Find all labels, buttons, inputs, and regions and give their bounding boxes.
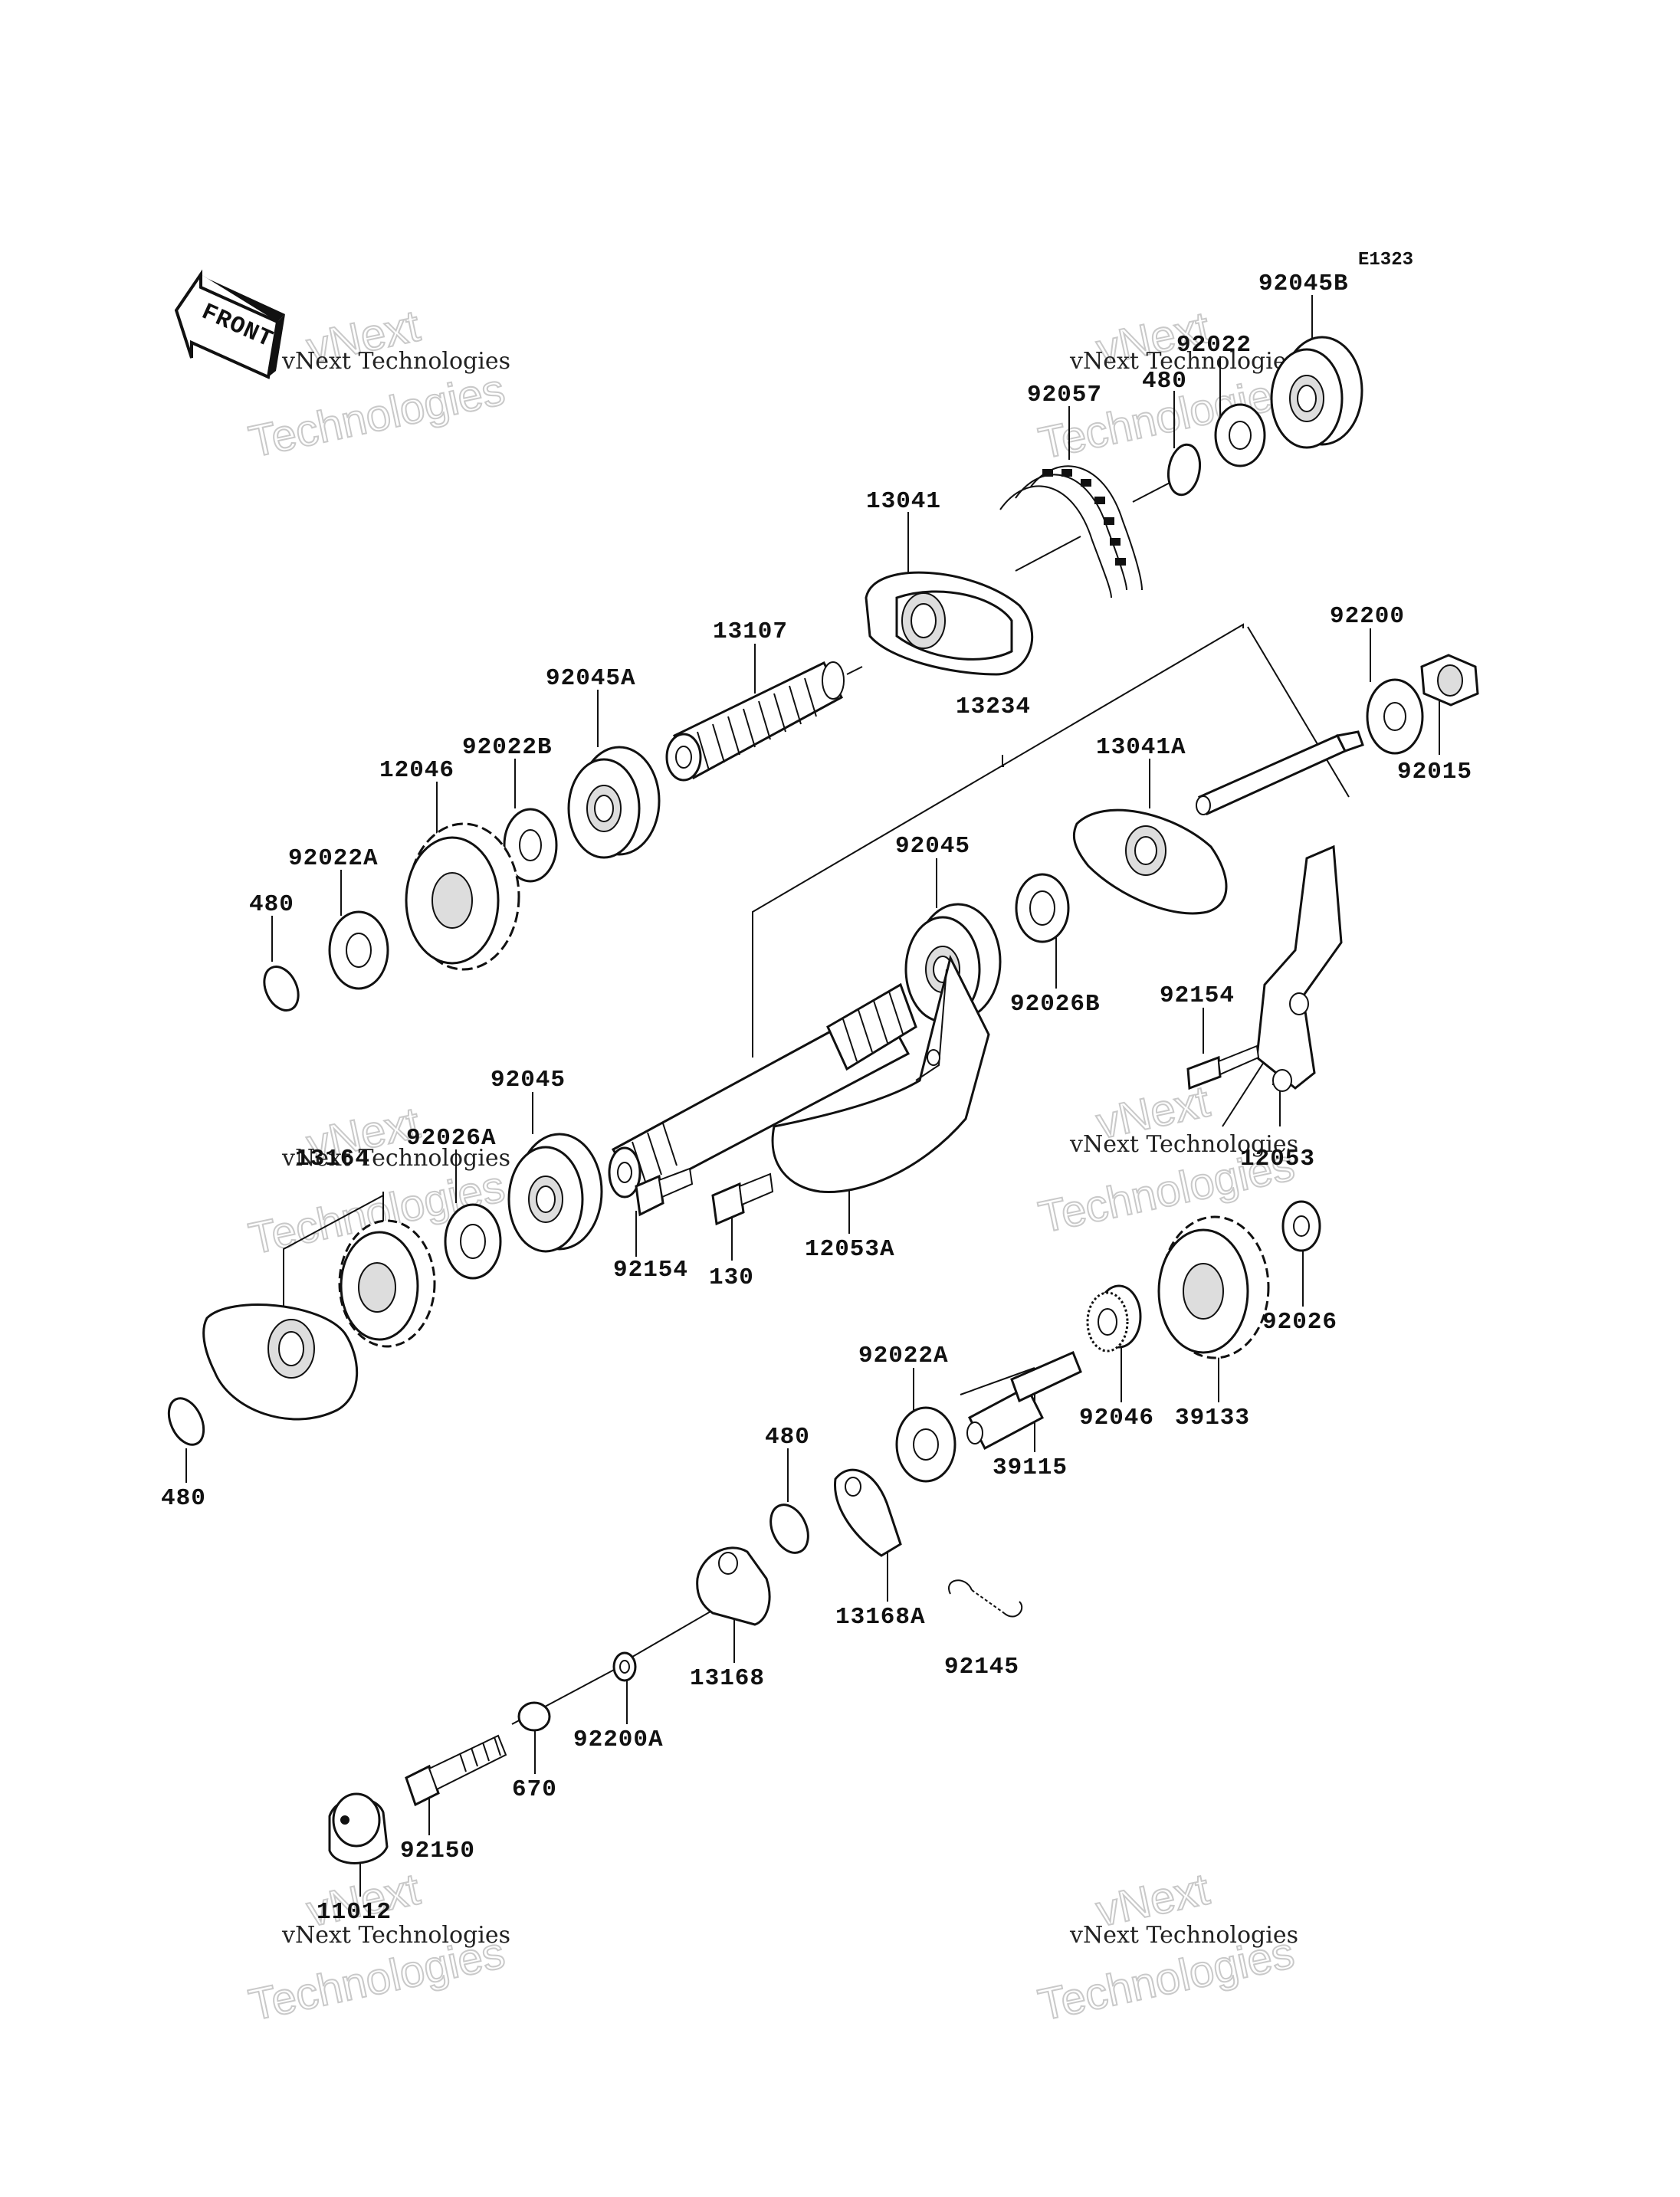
watermark-small: vNext Technologies xyxy=(1069,1131,1298,1158)
bolt-130 xyxy=(711,1172,774,1226)
part-label-92022a-left: 92022A xyxy=(288,845,379,872)
bolt-92150 xyxy=(405,1734,507,1807)
part-label-92022: 92022 xyxy=(1176,332,1252,359)
snap-ring-480-bottom xyxy=(167,1397,205,1446)
part-label-92046: 92046 xyxy=(1079,1405,1154,1431)
shaft-13234 xyxy=(608,982,917,1199)
plate-13168a xyxy=(834,1468,902,1557)
part-label-92057: 92057 xyxy=(1027,382,1102,408)
part-label-92045b: 92045B xyxy=(1258,271,1349,297)
washer-92022a-lower xyxy=(895,1406,956,1483)
part-label-92026a: 92026A xyxy=(406,1125,497,1152)
washer-92200 xyxy=(1366,678,1424,755)
washer-92026 xyxy=(1281,1200,1321,1252)
bearing-92045a xyxy=(567,746,661,859)
washer-92200a xyxy=(612,1651,637,1682)
o-ring-670 xyxy=(517,1701,551,1732)
washer-92026b xyxy=(1015,873,1070,943)
part-label-92154-lower: 92154 xyxy=(613,1257,688,1284)
snap-ring-480-left xyxy=(263,966,300,1012)
part-label-92022b: 92022B xyxy=(462,734,553,761)
part-label-92200a: 92200A xyxy=(573,1726,664,1753)
part-label-130: 130 xyxy=(709,1264,754,1291)
part-label-480-bottom: 480 xyxy=(161,1485,206,1512)
part-label-92015: 92015 xyxy=(1397,759,1472,785)
part-label-13041a: 13041A xyxy=(1096,734,1186,761)
washer-92022b xyxy=(503,808,558,883)
pin-13234 xyxy=(1196,730,1364,815)
spring-92145 xyxy=(948,1579,1023,1618)
part-label-92154-right: 92154 xyxy=(1160,982,1235,1009)
part-label-670: 670 xyxy=(512,1776,557,1803)
part-label-92200: 92200 xyxy=(1330,603,1405,630)
nut-92015 xyxy=(1420,654,1479,707)
part-label-92045-mid: 92045 xyxy=(895,833,970,860)
bolt-92154-right xyxy=(1186,1044,1260,1090)
sleeve-13107 xyxy=(665,661,845,782)
bolt-92154-lower xyxy=(635,1167,694,1217)
diagram-code: E1323 xyxy=(1358,250,1413,271)
washer-92022a-left xyxy=(328,910,389,990)
part-label-92026b: 92026B xyxy=(1010,991,1101,1018)
part-label-13234: 13234 xyxy=(956,694,1031,720)
cam-13041a xyxy=(1072,808,1228,915)
watermark-small: vNext Technologies xyxy=(1069,1922,1298,1949)
watermark-small: vNext Technologies xyxy=(1069,348,1298,375)
watermark-large-bottom: Technologies xyxy=(244,365,509,467)
lever-12053 xyxy=(1255,844,1343,1092)
part-label-92045a: 92045A xyxy=(546,665,636,692)
part-label-92026: 92026 xyxy=(1262,1309,1337,1336)
chain-92057 xyxy=(999,465,1143,598)
snap-ring-480-top xyxy=(1166,443,1202,497)
washer-92022 xyxy=(1214,403,1266,467)
part-label-480-mid: 480 xyxy=(765,1424,810,1451)
part-label-92045-lower: 92045 xyxy=(491,1067,566,1094)
parts-artwork xyxy=(167,336,1479,1864)
cam-lower-left xyxy=(202,1303,359,1421)
bearing-92045-lower xyxy=(507,1133,603,1253)
part-label-11012: 11012 xyxy=(317,1899,392,1926)
snap-ring-480-mid xyxy=(769,1503,809,1554)
part-label-92022a-lower: 92022A xyxy=(858,1343,949,1369)
front-arrow-icon: FRONT xyxy=(174,269,285,379)
sprocket-12046 xyxy=(405,822,520,971)
sprocket-13164 xyxy=(338,1219,436,1348)
watermark-small: vNext Technologies xyxy=(281,1145,510,1172)
shaft-39115 xyxy=(966,1351,1082,1451)
watermark-small: vNext Technologies xyxy=(281,348,510,375)
bearing-92045b xyxy=(1270,336,1363,449)
part-label-39115: 39115 xyxy=(993,1454,1068,1481)
watermark-top-left: vNext Technologies vNext Technologies xyxy=(244,300,510,468)
washer-92026a xyxy=(444,1203,502,1280)
sprocket-39133 xyxy=(1157,1215,1270,1359)
part-label-13107: 13107 xyxy=(713,618,788,645)
part-label-12053a: 12053A xyxy=(805,1236,895,1263)
part-label-480-left: 480 xyxy=(249,891,294,918)
part-label-13164: 13164 xyxy=(295,1146,370,1172)
part-label-39133: 39133 xyxy=(1175,1405,1250,1431)
watermark-bottom-left: vNext Technologies vNext Technologies xyxy=(244,1864,510,2031)
part-label-92145: 92145 xyxy=(944,1654,1019,1681)
cam-13041 xyxy=(865,571,1034,676)
part-label-480-top: 480 xyxy=(1142,368,1187,395)
watermark-bottom-right: vNext Technologies vNext Technologies xyxy=(1033,1864,1299,2031)
arm-13168 xyxy=(696,1546,771,1626)
part-label-12053: 12053 xyxy=(1240,1146,1315,1172)
part-label-92150: 92150 xyxy=(400,1838,475,1864)
part-label-12046: 12046 xyxy=(379,757,454,784)
part-label-13041: 13041 xyxy=(866,488,941,515)
watermark-small: vNext Technologies xyxy=(281,1922,510,1949)
part-label-13168a: 13168A xyxy=(835,1604,926,1631)
part-labels: 92045B 92022 480 92057 13041 13107 92045… xyxy=(161,271,1472,1926)
part-label-13168: 13168 xyxy=(690,1665,765,1692)
needle-bearing-92046 xyxy=(1086,1284,1142,1353)
cap-11012 xyxy=(328,1792,389,1864)
bracket-12053a xyxy=(771,954,990,1194)
